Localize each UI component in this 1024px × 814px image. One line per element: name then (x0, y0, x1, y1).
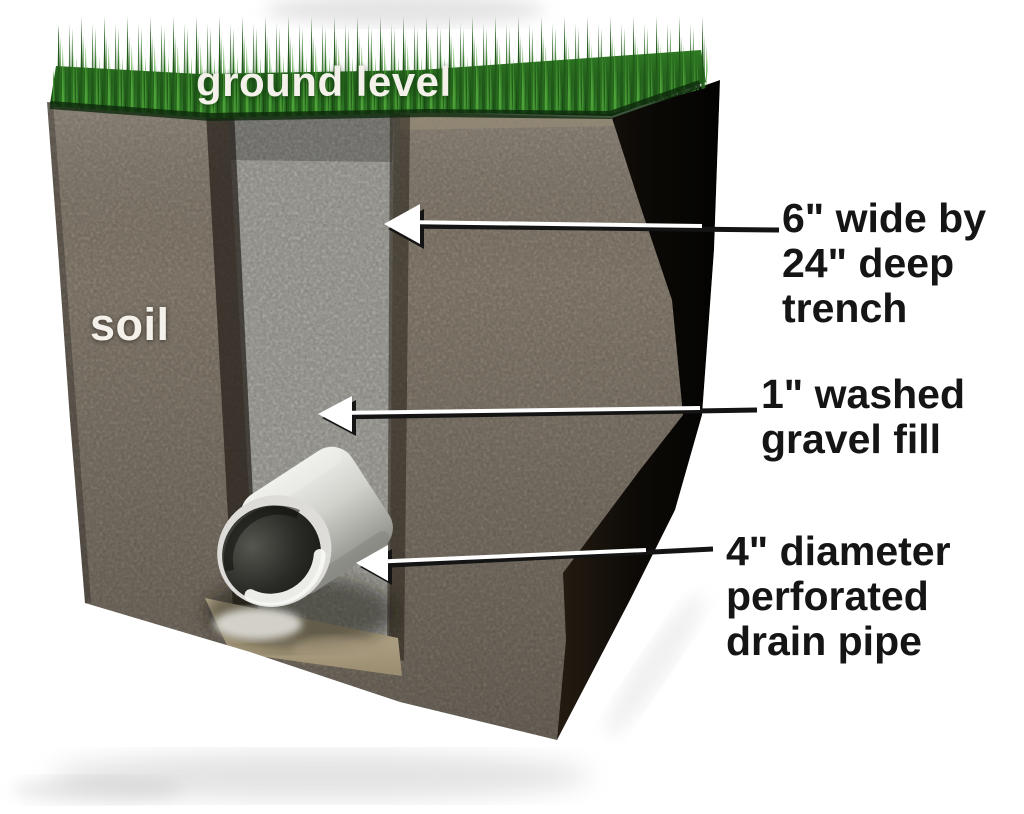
pipe-opening (222, 505, 321, 603)
annotation-trench-size: 6" wide by 24" deep trench (782, 196, 986, 331)
pipe-spill-highlight (214, 608, 302, 640)
grass-soil-edge (49, 80, 702, 122)
annotation-line: perforated (726, 573, 929, 619)
drain-pipe (217, 446, 393, 607)
annotation-line: gravel fill (761, 416, 942, 462)
block-side-shadow-face (557, 80, 720, 740)
gravel-leader-arrow-icon (318, 396, 758, 436)
annotation-line: drain pipe (726, 618, 922, 664)
annotation-line: 6" wide by (782, 195, 986, 241)
annotation-line: 1" washed (761, 371, 966, 417)
annotation-line: 24" deep (782, 240, 955, 286)
annotation-drain-pipe: 4" diameter perforated drain pipe (726, 529, 951, 664)
ground-level-label: ground level (196, 58, 452, 105)
block-left-edge-shade (47, 101, 91, 604)
soil-label: soil (90, 299, 170, 350)
pipe-leader-arrow-icon (356, 545, 714, 585)
annotation-line: trench (782, 285, 908, 331)
grass (49, 16, 712, 122)
trench-leader-arrow-icon (384, 204, 780, 249)
annotation-gravel-fill: 1" washed gravel fill (761, 372, 965, 462)
annotation-line: 4" diameter (726, 528, 951, 574)
